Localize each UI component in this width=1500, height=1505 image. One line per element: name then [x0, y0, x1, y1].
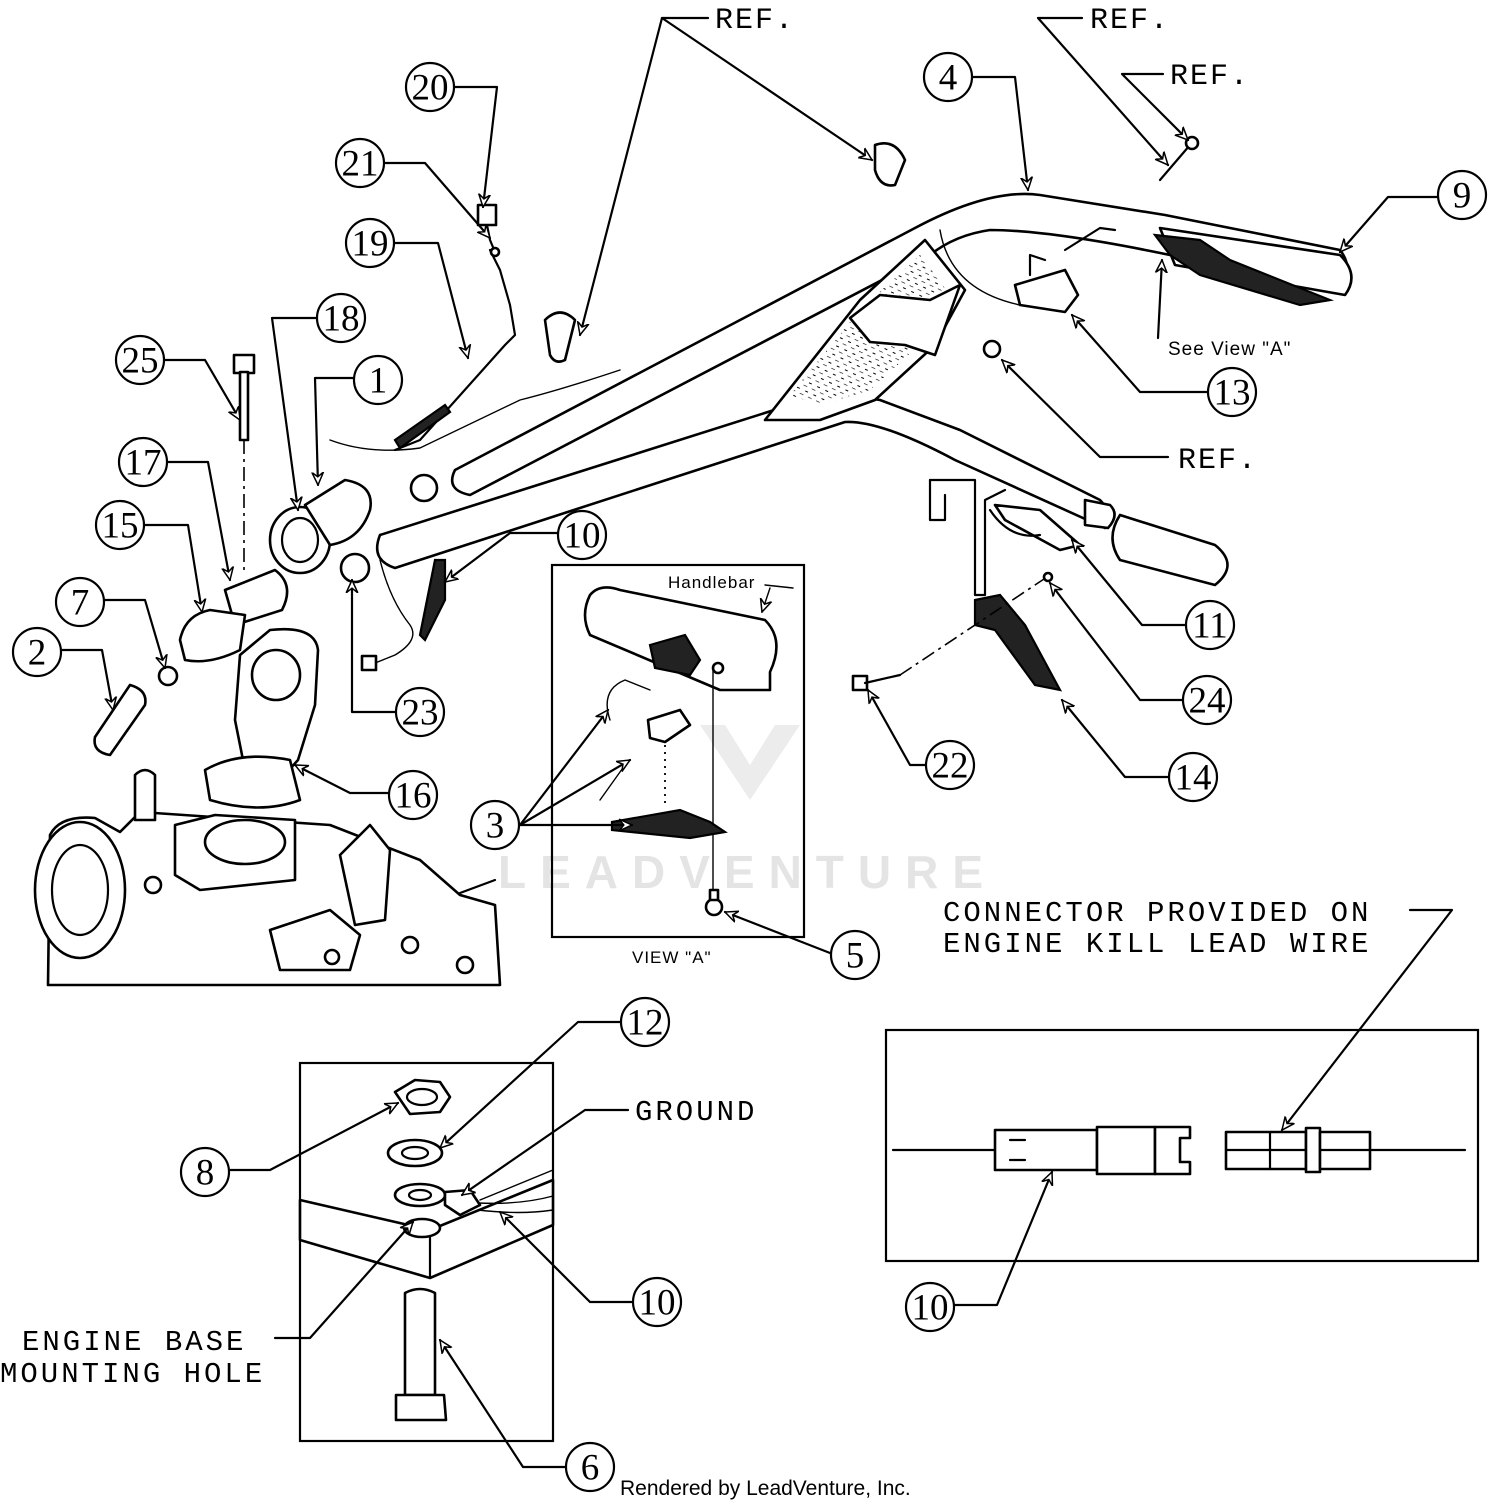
- callout-10-top-label: 10: [564, 516, 601, 557]
- ground-detail-frame: [298, 1061, 555, 1443]
- callout-2: 2: [11, 626, 63, 678]
- callout-16-label: 16: [395, 776, 432, 817]
- callout-1-label: 1: [369, 361, 388, 402]
- callout-23: 23: [394, 686, 446, 738]
- callout-25-label: 25: [122, 341, 159, 382]
- callout-24: 24: [1181, 674, 1233, 726]
- callout-21-label: 21: [342, 144, 379, 185]
- ground-label: GROUND: [635, 1096, 757, 1129]
- callout-11: 11: [1184, 599, 1236, 651]
- callout-11-label: 11: [1192, 606, 1228, 647]
- connector-label-line1: CONNECTOR PROVIDED ON: [943, 897, 1371, 930]
- callout-13: 13: [1206, 366, 1258, 418]
- callout-15-label: 15: [102, 506, 139, 547]
- callout-12-label: 12: [627, 1003, 664, 1044]
- ref-label-top-center: REF.: [715, 4, 795, 38]
- credit-text: Rendered by LeadVenture, Inc.: [620, 1477, 911, 1500]
- connector-label-line2: ENGINE KILL LEAD WIRE: [943, 928, 1371, 961]
- callout-22-label: 22: [932, 746, 969, 787]
- callout-5-label: 5: [846, 936, 865, 977]
- callout-22: 22: [924, 739, 976, 791]
- callout-3-label: 3: [486, 806, 505, 847]
- callouts: 1 2 3 4 5 6 7 8 9 10 10 10 11 12 13 14 1…: [11, 51, 1488, 1493]
- callout-3: 3: [469, 799, 521, 851]
- view-a-frame: [550, 563, 806, 939]
- engine-base-label-line1: ENGINE BASE: [22, 1326, 246, 1359]
- callout-10-connector: 10: [904, 1281, 956, 1333]
- callout-18-label: 18: [323, 299, 360, 340]
- callout-20-label: 20: [412, 68, 449, 109]
- callout-7-label: 7: [71, 583, 90, 624]
- ground-detail-box: [298, 1061, 555, 1443]
- callout-2-label: 2: [28, 633, 47, 674]
- callout-19-label: 19: [352, 224, 389, 265]
- callout-17: 17: [117, 436, 169, 488]
- watermark: LEADVENTURE: [498, 725, 997, 898]
- callout-14-label: 14: [1175, 758, 1212, 799]
- callout-23-label: 23: [402, 693, 439, 734]
- ref-label-top-right-2: REF.: [1170, 60, 1250, 94]
- callout-1: 1: [352, 354, 404, 406]
- callout-21: 21: [334, 137, 386, 189]
- callout-9-label: 9: [1453, 176, 1472, 217]
- watermark-text: LEADVENTURE: [498, 846, 997, 898]
- callout-10-connector-label: 10: [912, 1288, 949, 1329]
- ref-label-top-right-1: REF.: [1090, 4, 1170, 38]
- callout-25: 25: [114, 334, 166, 386]
- callout-20: 20: [404, 61, 456, 113]
- callout-8-label: 8: [196, 1153, 215, 1194]
- callout-10-ground-label: 10: [639, 1283, 676, 1324]
- engine-base-label-line2: MOUNTING HOLE: [0, 1358, 265, 1391]
- callout-9: 9: [1436, 169, 1488, 221]
- engine-assembly: [33, 353, 502, 987]
- callout-4-label: 4: [939, 58, 958, 99]
- connector-detail-box: [884, 1028, 1480, 1263]
- callout-5: 5: [829, 929, 881, 981]
- callout-18: 18: [315, 292, 367, 344]
- callout-10-ground: 10: [631, 1276, 683, 1328]
- view-a-box: Handlebar VIEW "A": [550, 563, 806, 967]
- text-labels: REF. REF. REF. REF. See View "A" GROUND …: [0, 4, 1371, 1500]
- callout-14: 14: [1167, 751, 1219, 803]
- ref-label-mid-right: REF.: [1178, 444, 1258, 478]
- callout-8: 8: [179, 1146, 231, 1198]
- handlebar-assembly: [329, 135, 1353, 692]
- callout-12: 12: [619, 996, 671, 1048]
- see-view-a-label: See View "A": [1168, 339, 1291, 360]
- callout-4: 4: [922, 51, 974, 103]
- callout-19: 19: [344, 217, 396, 269]
- connector-detail-frame: [884, 1028, 1480, 1263]
- view-a-caption: VIEW "A": [632, 948, 712, 967]
- callout-17-label: 17: [125, 443, 162, 484]
- callout-7: 7: [54, 576, 106, 628]
- view-a-handlebar-label: Handlebar: [668, 573, 755, 592]
- leader-lines: [60, 16, 1454, 1469]
- callout-16: 16: [387, 769, 439, 821]
- callout-6-label: 6: [581, 1448, 600, 1489]
- callout-24-label: 24: [1189, 681, 1226, 722]
- callout-10-top: 10: [556, 509, 608, 561]
- callout-15: 15: [94, 499, 146, 551]
- callout-13-label: 13: [1214, 373, 1251, 414]
- callout-6: 6: [564, 1441, 616, 1493]
